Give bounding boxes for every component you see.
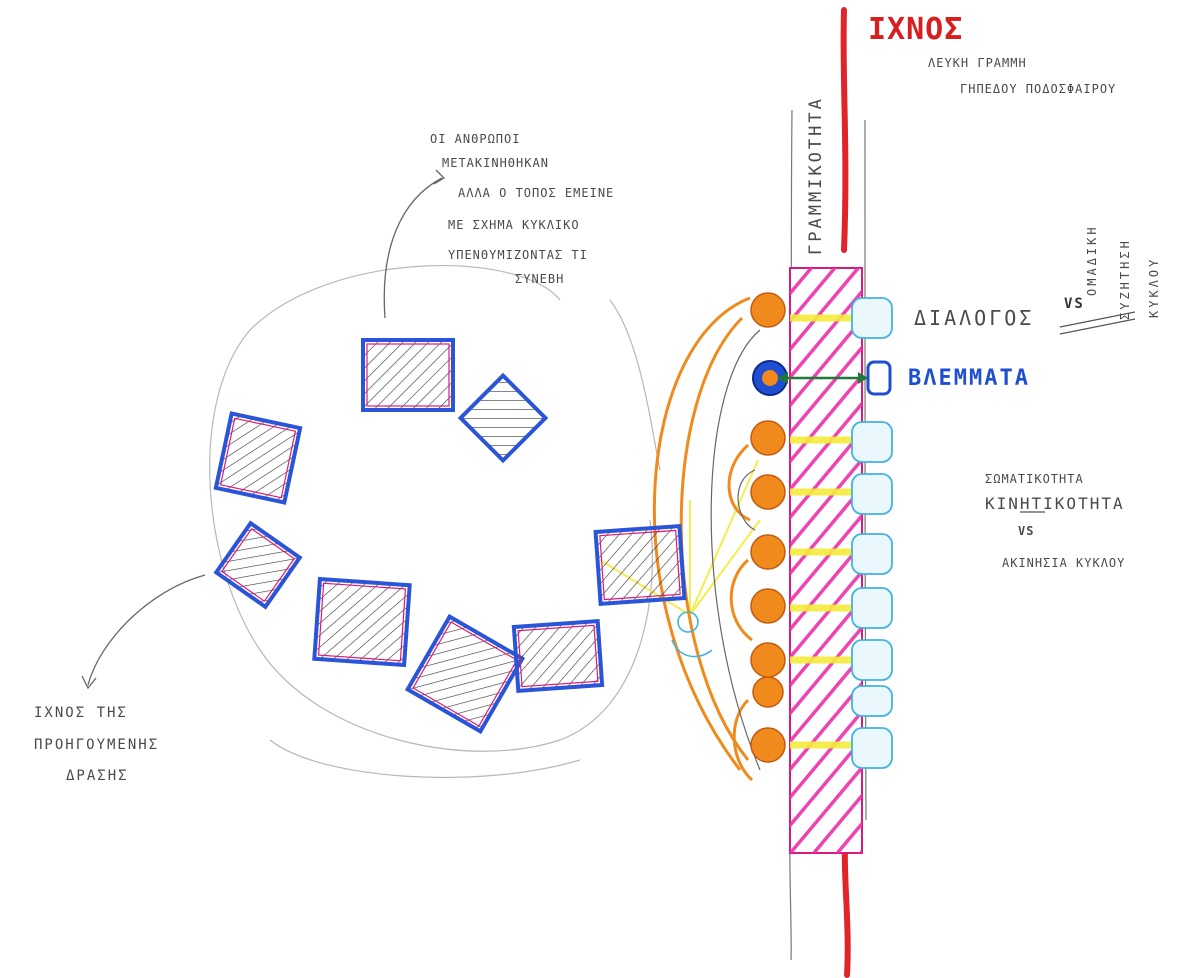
white-line-label: ΛΕΥΚΗ ΓΡΑΜΜΗ [928,56,1027,70]
people-moved-line-4: ΜΕ ΣΧΗΜΑ ΚΥΚΛΙΚΟ [448,218,580,232]
football-field-label: ΓΗΠΕΔΟΥ ΠΟΔΟΣΦΑΙΡΟΥ [960,82,1116,96]
stones [216,340,685,731]
people-moved-line-3: ΑΛΛΑ Ο ΤΟΠΟΣ ΕΜΕΙΝΕ [458,186,614,200]
people-moved-line-5: ΥΠΕΝΘΥΜΙΖΟΝΤΑΣ ΤΙ [448,248,588,262]
stone [514,621,602,691]
stone [314,579,409,665]
stone [408,617,523,732]
vs-label-1: VS [1064,296,1085,312]
vs-label-2: VS [1018,524,1034,538]
motility-label: ΚΙΝΗΤΙΚΟΤΗΤΑ [985,494,1125,513]
stone [363,340,453,410]
stone [216,523,300,607]
people-moved-line-6: ΣΥΝΕΒΗ [515,272,564,286]
dialogue-label: ΔΙΑΛΟΓΟΣ [914,306,1034,330]
glances-label: ΒΛΕΜΜΑΤΑ [908,366,1030,391]
previous-trace-line-3: ΔΡΑΣΗΣ [66,768,129,784]
linearity-label: ΓΡΑΜΜΙΚΟΤΗΤΑ [806,96,826,255]
group-line-1: ΟΜΑΔΙΚΗ [1085,224,1099,296]
circle-stillness-label: ΑΚΙΝΗΣΙΑ ΚΥΚΛΟΥ [1002,556,1125,570]
corporeality-label: ΣΩΜΑΤΙΚΟΤΗΤΑ [985,472,1084,486]
previous-trace-line-2: ΠΡΟΗΓΟΥΜΕΝΗΣ [34,737,159,753]
stone [216,414,300,503]
stone [461,376,546,461]
previous-trace-line-1: ΙΧΝΟΣ ΤΗΣ [34,705,128,721]
people-moved-line-2: ΜΕΤΑΚΙΝΗΘΗΚΑΝ [442,156,549,170]
group-line-3: ΚΥΚΛΟΥ [1147,257,1161,318]
ichnos-title: ΙΧΝΟΣ [868,12,963,47]
people-moved-line-1: ΟΙ ΑΝΘΡΩΠΟΙ [430,132,520,146]
group-line-2: ΣΥΖΗΤΗΣΗ [1118,238,1132,320]
stone [596,526,685,604]
